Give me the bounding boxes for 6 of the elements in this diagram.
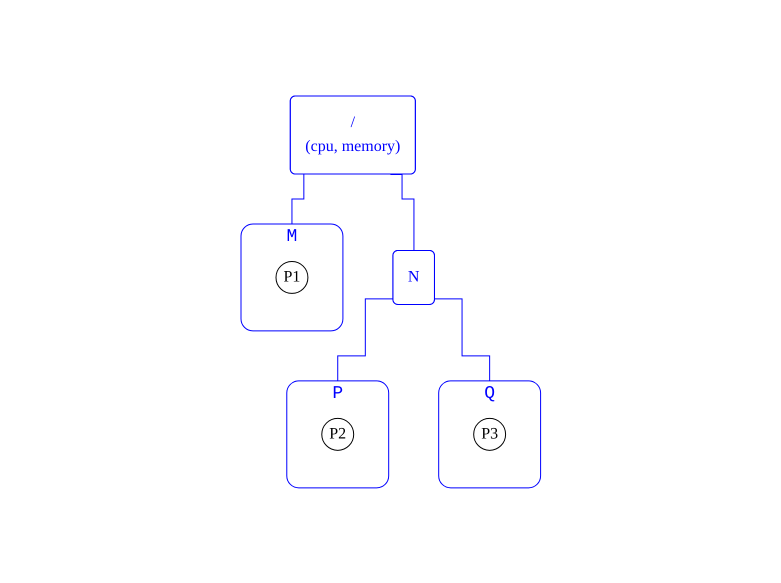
node-circle: P2	[320, 418, 354, 450]
node-circle: P1	[275, 260, 308, 294]
node-circle: P3	[472, 418, 506, 450]
connector	[434, 298, 490, 381]
connector	[390, 174, 414, 252]
connector	[336, 298, 394, 381]
